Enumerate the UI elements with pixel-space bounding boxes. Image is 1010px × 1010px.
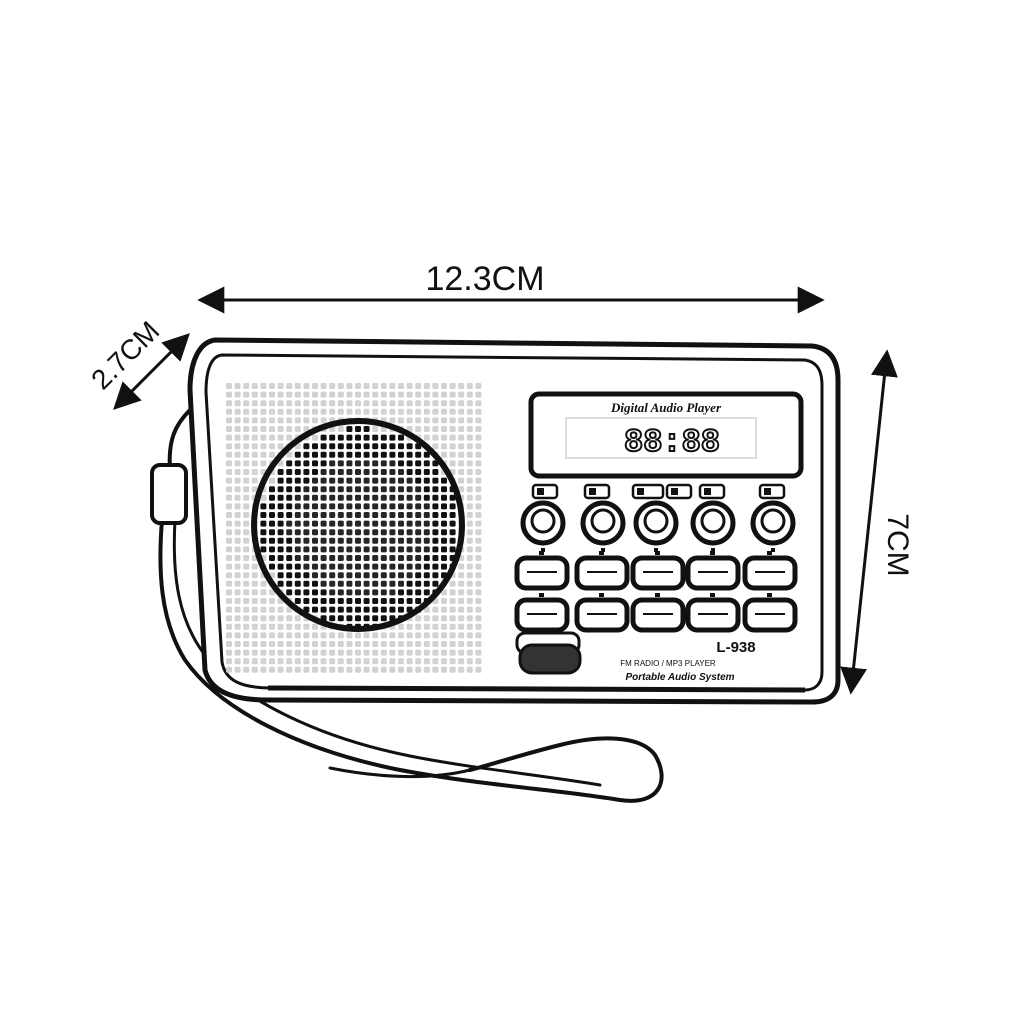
height-label: 7CM (881, 513, 914, 576)
height-arrow (840, 349, 898, 695)
keypad-button-7[interactable] (574, 593, 630, 633)
width-label: 12.3CM (425, 260, 544, 298)
display-digits: 88:88 (624, 424, 720, 461)
keypad-button-2[interactable] (574, 551, 630, 591)
keypad-button-9[interactable] (685, 593, 741, 633)
footer-line1: FM RADIO / MP3 PLAYER (620, 659, 716, 668)
keypad-button-3[interactable] (630, 551, 686, 591)
depth-label: 2.7CM (85, 315, 165, 395)
model-label: L-938 (716, 639, 755, 656)
speaker-grille (226, 383, 482, 673)
display-title: Digital Audio Player (610, 400, 722, 415)
depth-arrow (113, 333, 190, 410)
depth-dimension: 2.7CM (85, 315, 190, 410)
keypad-button-8[interactable] (630, 593, 686, 633)
round-button-1[interactable] (520, 500, 566, 552)
keypad (514, 551, 798, 633)
footer-line2: Portable Audio System (625, 672, 734, 683)
keypad-button-4[interactable] (685, 551, 741, 591)
width-dimension: 12.3CM (197, 260, 825, 314)
keypad-button-10[interactable] (742, 593, 798, 633)
display-panel: Digital Audio Player 88:88 (528, 391, 804, 479)
strap-clip (150, 463, 188, 525)
mode-button[interactable] (515, 631, 582, 675)
round-button-2[interactable] (580, 500, 626, 552)
keypad-button-6[interactable] (514, 593, 570, 633)
height-dimension: 7CM (840, 349, 914, 695)
round-buttons-row (520, 500, 796, 552)
round-button-5[interactable] (750, 500, 796, 552)
keypad-button-1[interactable] (514, 551, 570, 591)
round-button-4[interactable] (690, 500, 736, 552)
lanyard-strap (150, 408, 664, 803)
round-button-3[interactable] (633, 500, 679, 552)
function-key-strip (531, 483, 786, 500)
keypad-button-5[interactable] (742, 551, 798, 591)
